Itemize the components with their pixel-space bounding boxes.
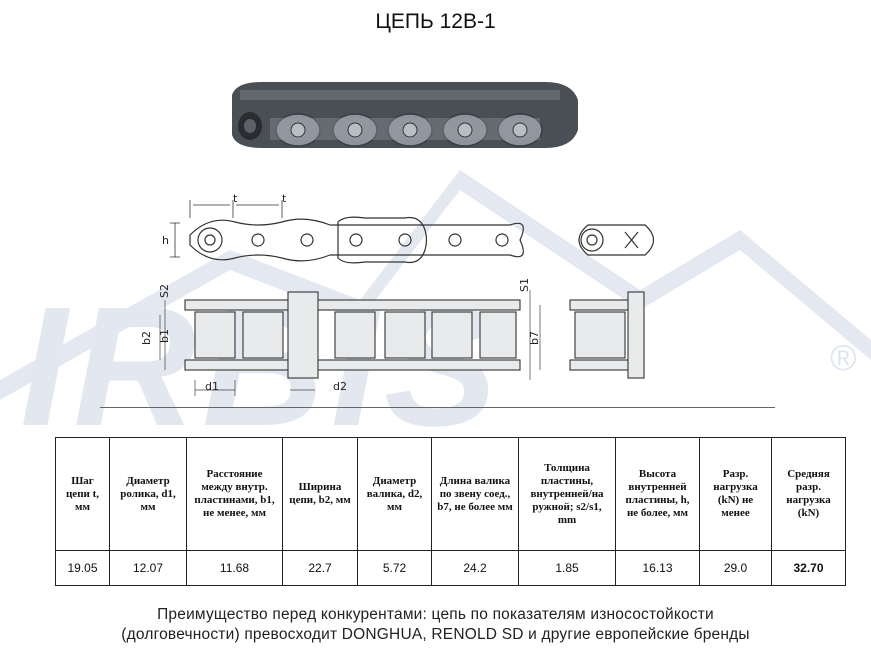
header-plate-height: Высота внутренней пластины, h, не более,… xyxy=(615,437,700,551)
advantage-note-line1: Преимущество перед конкурентами: цепь по… xyxy=(157,606,714,623)
chain-photo xyxy=(232,82,578,148)
dim-label-h: h xyxy=(162,234,169,247)
value-plate-height: 16.13 xyxy=(615,550,700,586)
mountain-watermark-shape xyxy=(0,170,871,400)
spec-table: Шаг цепи t, мм Диаметр ролика, d1, мм Ра… xyxy=(55,437,846,586)
value-chain-width: 22.7 xyxy=(282,550,358,586)
page-title: ЦЕПЬ 12В-1 xyxy=(375,10,496,33)
header-pin-diameter: Диаметр валика, d2, мм xyxy=(357,437,432,551)
divider-line xyxy=(100,407,775,408)
dim-label-b2: b2 xyxy=(140,331,153,345)
value-pin-diameter: 5.72 xyxy=(357,550,432,586)
value-plate-thickness: 1.85 xyxy=(518,550,616,586)
section-dimension-lines xyxy=(159,290,541,396)
value-pitch: 19.05 xyxy=(55,550,110,586)
advantage-note: Преимущество перед конкурентами: цепь по… xyxy=(0,605,871,645)
dim-label-s2: S2 xyxy=(158,284,171,298)
header-breaking-load-min: Разр. нагрузка (kN) не менее xyxy=(699,437,772,551)
dim-label-b7: b7 xyxy=(528,331,541,345)
header-plate-thickness: Толщина пластины, внутренней/на ружной; … xyxy=(518,437,616,551)
header-pin-length: Длина валика по звену соед., b7, не боле… xyxy=(431,437,519,551)
chain-drawing: t t h S2 S1 b2 b1 b7 d1 d2 xyxy=(140,82,655,396)
dim-label-b1: b1 xyxy=(158,329,171,343)
chain-section-view xyxy=(184,291,645,379)
dim-label-s1: S1 xyxy=(518,278,531,292)
dim-label-d1: d1 xyxy=(205,380,219,393)
value-roller-diameter: 12.07 xyxy=(109,550,187,586)
header-inner-width: Расстояние между внутр. пластинами, b1, … xyxy=(186,437,283,551)
dim-label-t2: t xyxy=(282,192,287,205)
value-breaking-load-min: 29.0 xyxy=(699,550,772,586)
dim-label-t1: t xyxy=(233,192,238,205)
dim-label-d2: d2 xyxy=(333,380,347,393)
chain-side-view xyxy=(170,200,655,264)
value-inner-width: 11.68 xyxy=(186,550,283,586)
advantage-note-line2: (долговечности) превосходит DONGHUA, REN… xyxy=(121,626,750,643)
value-breaking-load-avg: 32.70 xyxy=(771,550,846,586)
header-roller-diameter: Диаметр ролика, d1, мм xyxy=(109,437,187,551)
header-pitch: Шаг цепи t, мм xyxy=(55,437,110,551)
spec-value-row: 19.05 12.07 11.68 22.7 5.72 24.2 1.85 16… xyxy=(55,550,846,586)
spec-header-row: Шаг цепи t, мм Диаметр ролика, d1, мм Ра… xyxy=(55,437,846,551)
registered-mark: ® xyxy=(830,337,857,378)
header-breaking-load-avg: Средняя разр. нагрузка (kN) xyxy=(771,437,846,551)
header-chain-width: Ширина цепи, b2, мм xyxy=(282,437,358,551)
value-pin-length: 24.2 xyxy=(431,550,519,586)
